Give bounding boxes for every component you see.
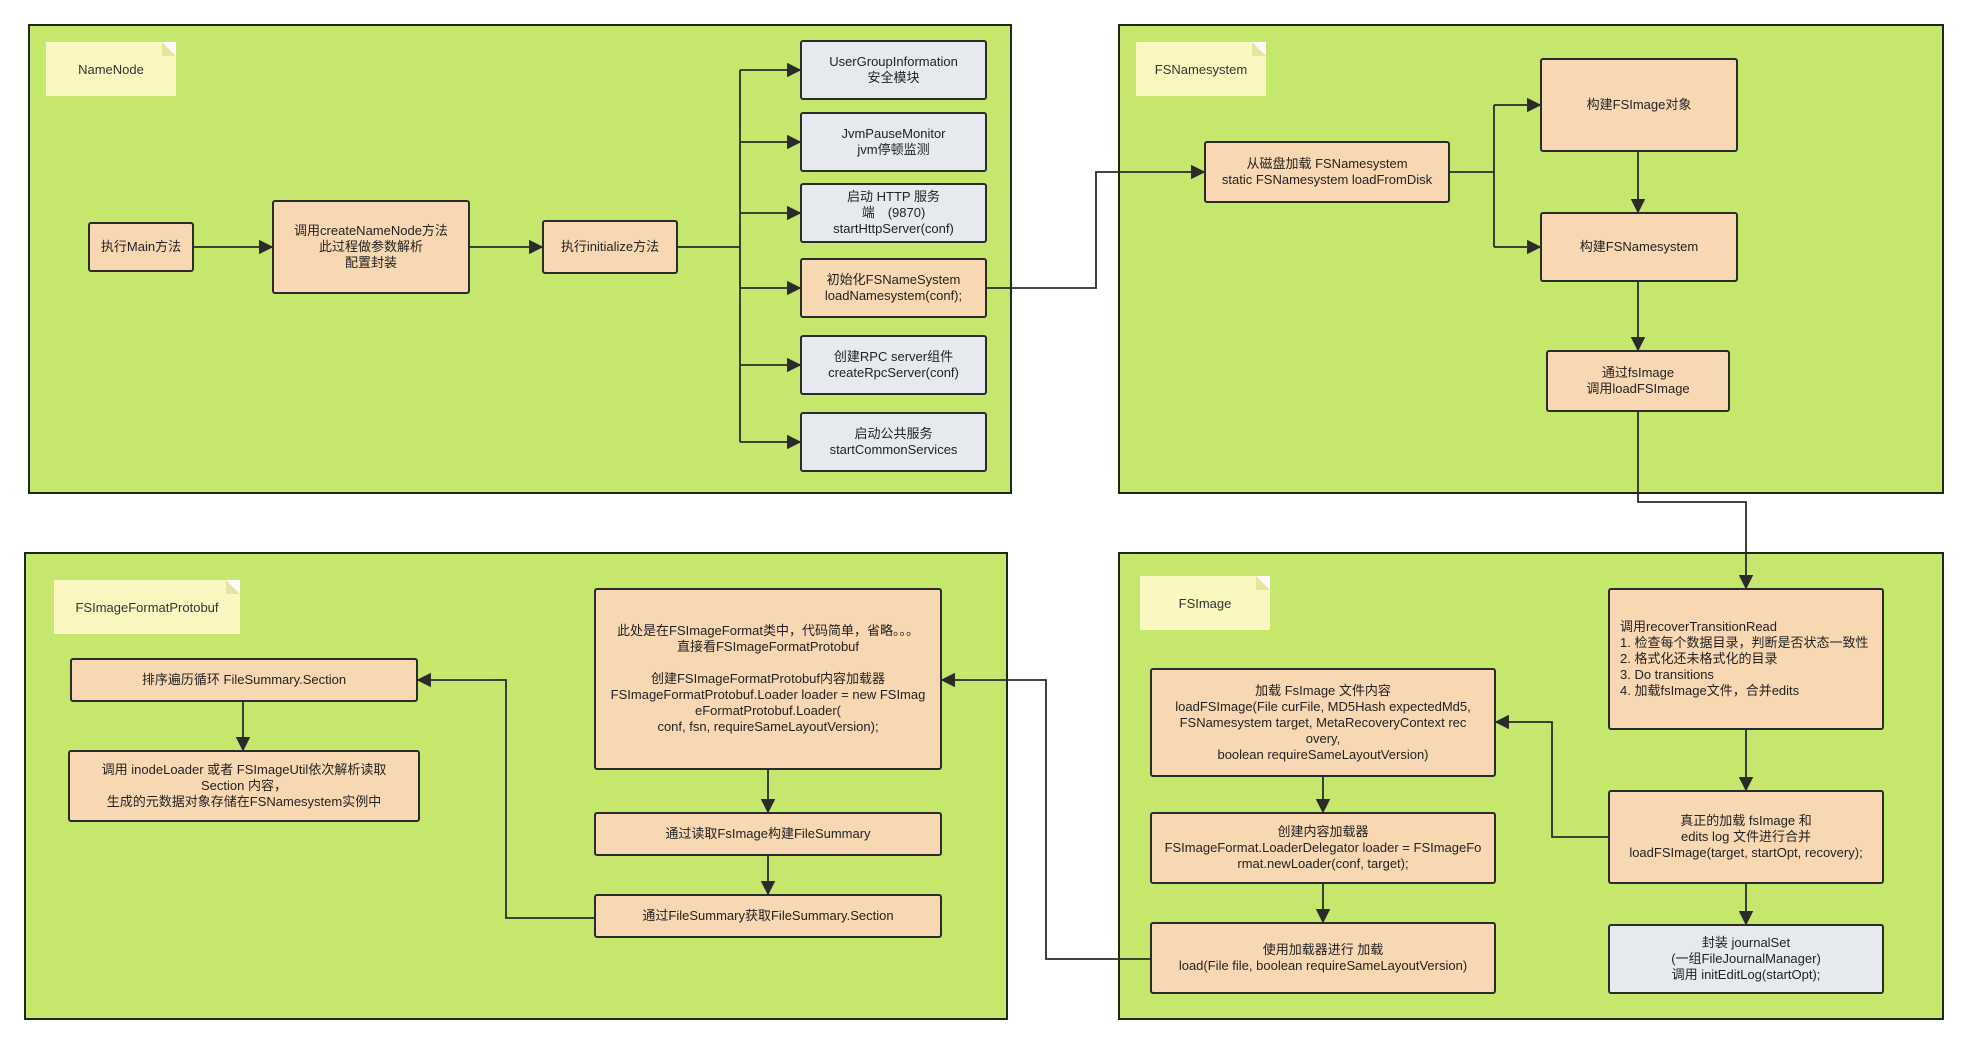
node-real-load-fsimage: 真正的加载 fsImage 和 edits log 文件进行合并 loadFSI… — [1608, 790, 1884, 884]
node-create-namenode: 调用createNameNode方法 此过程做参数解析 配置封装 — [272, 200, 470, 294]
node-load-from-disk: 从磁盘加载 FSNamesystem static FSNamesystem l… — [1204, 141, 1450, 203]
edge-useloader-to-protobufnote — [940, 672, 1150, 960]
node-create-rpc-server: 创建RPC server组件 createRpcServer(conf) — [800, 335, 987, 395]
edge-realload-to-loadcontent — [1494, 714, 1608, 838]
node-use-loader: 使用加载器进行 加载 load(File file, boolean requi… — [1150, 922, 1496, 994]
node-load-fsimage-content: 加载 FsImage 文件内容 loadFSImage(File curFile… — [1150, 668, 1496, 777]
node-get-file-summary-section: 通过FileSummary获取FileSummary.Section — [594, 894, 942, 938]
panel-title-fsimage: FSImage — [1140, 576, 1270, 630]
node-build-fsnamesystem: 构建FSNamesystem — [1540, 212, 1738, 282]
node-create-loader: 创建内容加载器 FSImageFormat.LoaderDelegator lo… — [1150, 812, 1496, 884]
node-build-file-summary: 通过读取FsImage构建FileSummary — [594, 812, 942, 856]
panel-title-fsimageformatprotobuf: FSImageFormatProtobuf — [54, 580, 240, 634]
panel-title-namenode: NameNode — [46, 42, 176, 96]
node-user-group-information: UserGroupInformation 安全模块 — [800, 40, 987, 100]
node-build-fsimage: 构建FSImage对象 — [1540, 58, 1738, 152]
node-jvm-pause-monitor: JvmPauseMonitor jvm停顿监测 — [800, 112, 987, 172]
panel-title-fsnamesystem: FSNamesystem — [1136, 42, 1266, 96]
node-recover-transition-read: 调用recoverTransitionRead 1. 检查每个数据目录，判断是否… — [1608, 588, 1884, 730]
node-start-common-services: 启动公共服务 startCommonServices — [800, 412, 987, 472]
node-journal-set: 封装 journalSet (一组FileJournalManager) 调用 … — [1608, 924, 1884, 994]
edge-loadfsimagecall-to-recover — [1637, 412, 1754, 590]
node-initialize: 执行initialize方法 — [542, 220, 678, 274]
node-load-fsimage-call: 通过fsImage 调用loadFSImage — [1546, 350, 1730, 412]
node-sort-file-summary-section: 排序遍历循环 FileSummary.Section — [70, 658, 418, 702]
edge-getsection-to-sortsections — [416, 672, 594, 919]
node-protobuf-loader-note: 此处是在FSImageFormat类中，代码简单，省略。。。 直接看FSImag… — [594, 588, 942, 770]
node-start-http-server: 启动 HTTP 服务 端 (9870) startHttpServer(conf… — [800, 183, 987, 243]
node-execute-main: 执行Main方法 — [88, 222, 194, 272]
node-parse-sections: 调用 inodeLoader 或者 FSImageUtil依次解析读取 Sect… — [68, 750, 420, 822]
edge-initfs-to-loadfromdisk — [987, 164, 1206, 289]
node-init-fsnamesystem: 初始化FSNameSystem loadNamesystem(conf); — [800, 258, 987, 318]
